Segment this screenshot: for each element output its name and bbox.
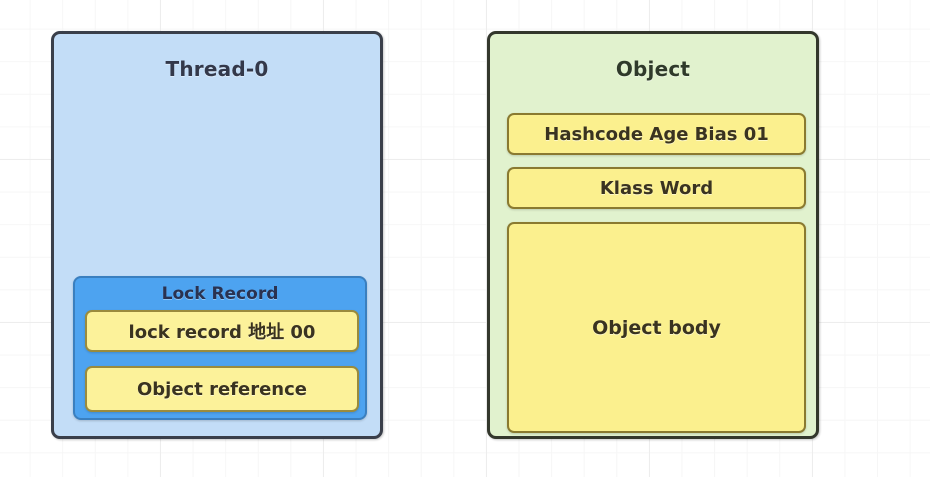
thread-panel-title: Thread-0 [165, 57, 269, 81]
object-body-cell: Object body [507, 222, 806, 433]
object-panel: Object Hashcode Age Bias 01 Klass Word O… [487, 31, 819, 439]
lock-record-address-cell: lock record 地址 00 [85, 310, 359, 352]
object-panel-title: Object [615, 57, 691, 81]
lock-record-title: Lock Record [161, 284, 279, 304]
mark-word-cell: Hashcode Age Bias 01 [507, 113, 806, 155]
thread-panel: Thread-0 Lock Record lock record 地址 00 O… [51, 31, 383, 439]
object-reference-cell: Object reference [85, 366, 359, 412]
lock-record-group: Lock Record lock record 地址 00 Object ref… [73, 276, 367, 420]
klass-word-cell: Klass Word [507, 167, 806, 209]
